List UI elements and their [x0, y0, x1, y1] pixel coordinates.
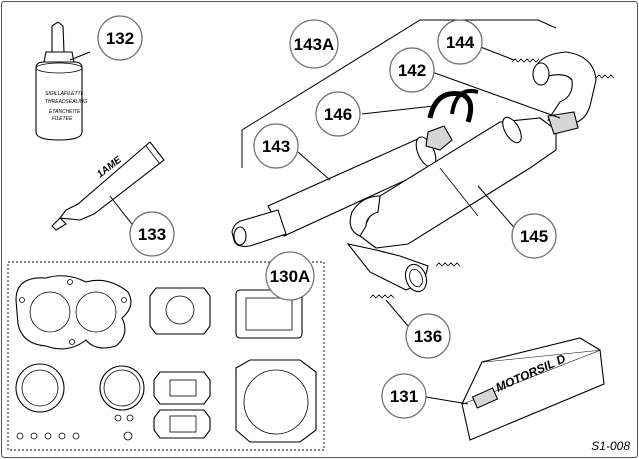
- callout-143-label: 143: [262, 137, 290, 156]
- bottle-label-line4: FILETEE: [52, 116, 73, 122]
- gasket-kit: [15, 275, 317, 443]
- leader-132: [69, 51, 91, 61]
- figure-code: S1-008: [591, 439, 630, 453]
- callout-130a: 130A: [265, 251, 315, 301]
- callout-146-label: 146: [324, 105, 352, 124]
- callout-142-label: 142: [398, 61, 426, 80]
- callout-143: 143: [253, 123, 299, 169]
- callout-131-label: 131: [390, 387, 418, 406]
- spring-136: [369, 294, 395, 299]
- callout-143a: 143A: [289, 19, 339, 69]
- callout-145: 145: [511, 213, 557, 259]
- callout-131: 131: [381, 373, 427, 419]
- callout-145-label: 145: [520, 227, 548, 246]
- callout-133: 133: [129, 211, 175, 257]
- clamp: [425, 89, 479, 151]
- bottle-label-line1: SIGILLAFILETTI: [45, 91, 83, 97]
- callout-144: 144: [437, 19, 483, 65]
- callout-146: 146: [315, 91, 361, 137]
- leader-145: [477, 185, 519, 233]
- callout-144-label: 144: [446, 33, 475, 52]
- leader-146: [361, 105, 435, 115]
- bottle-label-line2: THREADSEALING: [45, 99, 87, 105]
- leader-142: [431, 71, 561, 119]
- callout-133-label: 133: [138, 225, 166, 244]
- expansion-chamber: [346, 116, 557, 293]
- gasket-kit-frame: [7, 261, 325, 451]
- leader-136: [385, 299, 409, 327]
- group-143a-bracket: [241, 19, 557, 168]
- leader-131: [419, 395, 469, 405]
- callout-130a-label: 130A: [270, 267, 311, 286]
- thread-sealant-bottle: SIGILLAFILETTI THREADSEALING ETANCHEITE …: [35, 21, 87, 141]
- leader-144: [477, 45, 515, 61]
- leader-143: [297, 151, 331, 181]
- bottle-label-line3: ETANCHEITE: [49, 109, 81, 115]
- callout-143a-label: 143A: [294, 35, 335, 54]
- callout-136-label: 136: [414, 327, 442, 346]
- callout-136: 136: [405, 313, 451, 359]
- callout-132-label: 132: [106, 29, 134, 48]
- callout-142: 142: [389, 47, 435, 93]
- callout-132: 132: [97, 15, 143, 61]
- motorsil-box: MOTORSIL D: [461, 337, 605, 441]
- header-pipe: [511, 51, 615, 135]
